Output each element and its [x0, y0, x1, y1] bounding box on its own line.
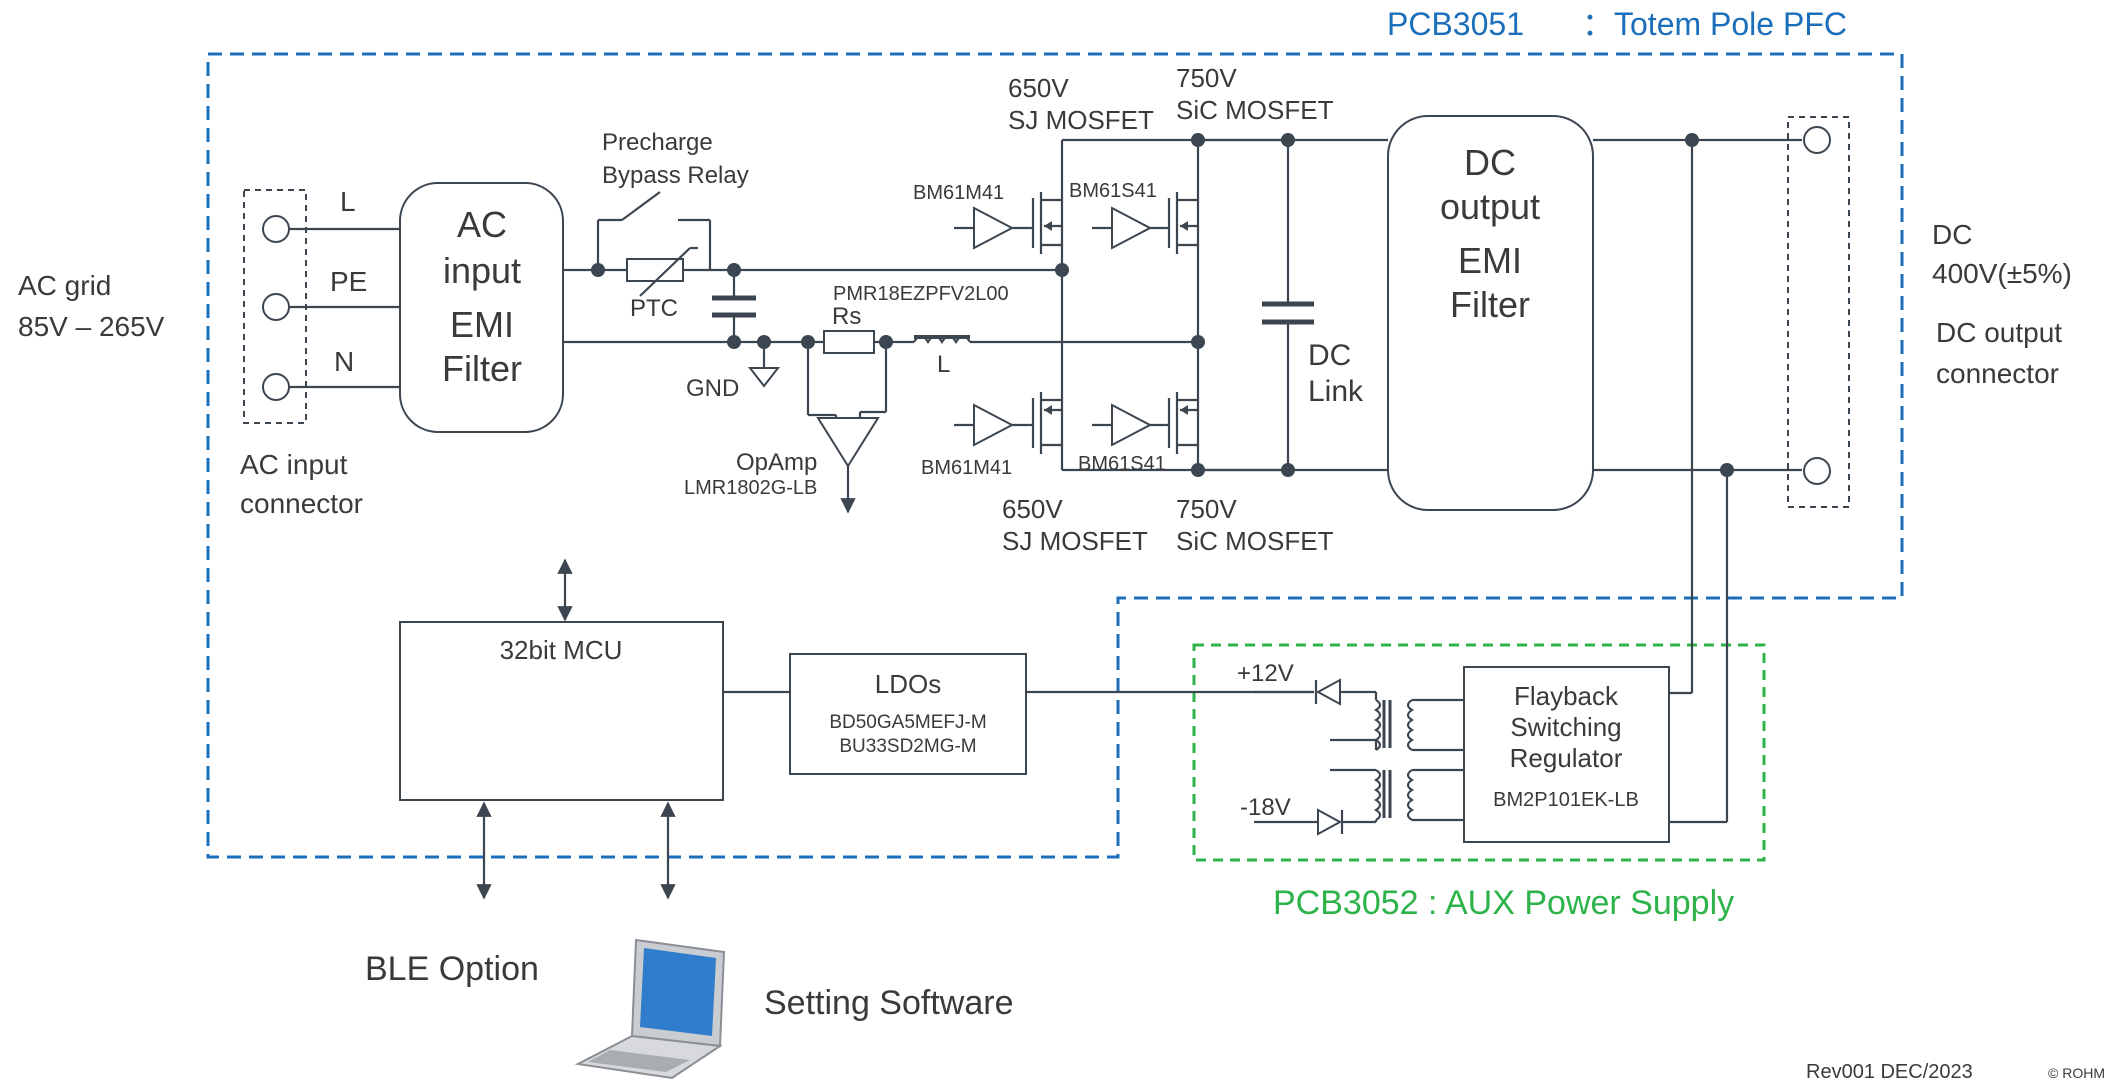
dc-output-voltage: 400V(±5%) — [1932, 258, 2072, 289]
mcu-block — [399, 621, 724, 801]
driver-sic-bottom-label: BM61S41 — [1078, 453, 1166, 475]
sj-mosfet-top — [1010, 192, 1062, 254]
driver-sj-top-label: BM61M41 — [913, 182, 1004, 204]
shunt-name: Rs — [832, 303, 861, 330]
diode-minus — [1317, 808, 1343, 836]
laptop-icon — [574, 938, 726, 1080]
dc-link-label-2: Link — [1308, 375, 1364, 408]
ac-emi-line1: AC — [457, 204, 507, 245]
sic-top-type: SiC MOSFET — [1176, 95, 1334, 125]
dc-output-connector — [1787, 116, 1850, 508]
terminal-dc-minus — [1803, 457, 1831, 485]
ac-emi-line2: input — [443, 250, 521, 291]
sic-top-voltage: 750V — [1176, 63, 1237, 93]
dc-emi-line2: output — [1440, 186, 1540, 227]
dc-emi-line1: DC — [1464, 142, 1516, 183]
precharge-label: Precharge — [602, 129, 713, 156]
pin-n-label: N — [334, 346, 354, 377]
mcu-label: 32bit MCU — [500, 635, 623, 665]
sj-top-voltage: 650V — [1008, 73, 1069, 103]
sic-mosfet-bottom — [1150, 392, 1198, 454]
copyright-label: © ROHM — [2048, 1065, 2105, 1081]
dc-connector-label-2: connector — [1936, 358, 2059, 389]
ldo-part2: BU33SD2MG-M — [839, 736, 976, 757]
sj-bottom-type: SJ MOSFET — [1002, 526, 1148, 556]
pcb3051-border — [206, 52, 1904, 859]
dc-connector-label: DC output — [1936, 317, 2062, 348]
pcb3051-title-desc: ：Totem Pole PFC — [1582, 6, 1847, 42]
driver-sic-top — [1111, 206, 1153, 250]
transformer-bottom — [1330, 768, 1464, 822]
gnd-symbol — [747, 367, 781, 388]
dc-emi-line3: EMI — [1458, 240, 1522, 281]
diode-plus — [1315, 678, 1341, 706]
terminal-n — [262, 373, 290, 401]
ac-emi-line4: Filter — [442, 348, 522, 389]
dc-emi-line4: Filter — [1450, 284, 1530, 325]
pcb3052-title: PCB3052 : AUX Power Supply — [1273, 884, 1734, 922]
terminal-pe — [262, 293, 290, 321]
flyback-part: BM2P101EK-LB — [1493, 789, 1639, 811]
gnd-label: GND — [686, 375, 739, 402]
shunt-part: PMR18EZPFV2L00 — [833, 283, 1009, 305]
ac-grid-label: AC grid — [18, 270, 111, 301]
flyback-regulator — [1463, 666, 1670, 843]
inductor-label: L — [937, 351, 950, 378]
sic-bottom-type: SiC MOSFET — [1176, 526, 1334, 556]
dc-output-label: DC — [1932, 219, 1972, 250]
sj-mosfet-bottom — [1010, 392, 1062, 454]
sj-bottom-voltage: 650V — [1002, 494, 1063, 524]
ptc-label: PTC — [630, 295, 678, 322]
pin-pe-label: PE — [330, 266, 367, 297]
sj-top-type: SJ MOSFET — [1008, 105, 1154, 135]
driver-sic-bottom — [1111, 403, 1153, 447]
sic-bottom-voltage: 750V — [1176, 494, 1237, 524]
dc-emi-filter — [1387, 115, 1594, 511]
dc-link-label: DC — [1308, 339, 1351, 372]
ac-emi-filter — [399, 182, 564, 433]
pin-l-label: L — [340, 186, 356, 217]
ac-grid-voltage: 85V – 265V — [18, 311, 165, 342]
setting-software-label: Setting Software — [764, 984, 1013, 1022]
opamp-label: OpAmp — [736, 449, 817, 476]
ac-connector-label: AC input — [240, 449, 348, 480]
ldo-title: LDOs — [875, 669, 941, 699]
aux-minus-label: -18V — [1240, 794, 1291, 821]
pcb3051-title-id: PCB3051 — [1387, 6, 1524, 42]
ldo-block — [789, 653, 1027, 775]
ac-connector-label-2: connector — [240, 488, 363, 519]
terminal-l — [262, 215, 290, 243]
opamp-part: LMR1802G-LB — [684, 477, 817, 499]
aux-plus-label: +12V — [1237, 660, 1294, 687]
ble-option-label: BLE Option — [365, 950, 539, 988]
driver-sj-bottom-label: BM61M41 — [921, 457, 1012, 479]
flyback-line1: Flayback — [1514, 681, 1619, 711]
flyback-line2: Switching — [1510, 712, 1621, 742]
sic-mosfet-top — [1150, 192, 1198, 254]
pcb3052-border — [1192, 643, 1766, 862]
transformer-top — [1330, 692, 1464, 752]
ldo-part1: BD50GA5MEFJ-M — [829, 712, 986, 733]
driver-sic-top-label: BM61S41 — [1069, 180, 1157, 202]
shunt-resistor — [823, 330, 875, 354]
revision-label: Rev001 DEC/2023 — [1806, 1061, 1973, 1081]
driver-sj-bottom — [973, 403, 1015, 447]
ac-emi-line3: EMI — [450, 304, 514, 345]
flyback-line3: Regulator — [1510, 743, 1623, 773]
terminal-dc-plus — [1803, 126, 1831, 154]
opamp-symbol — [816, 417, 880, 468]
precharge-label-2: Bypass Relay — [602, 162, 749, 189]
driver-sj-top — [973, 206, 1015, 250]
